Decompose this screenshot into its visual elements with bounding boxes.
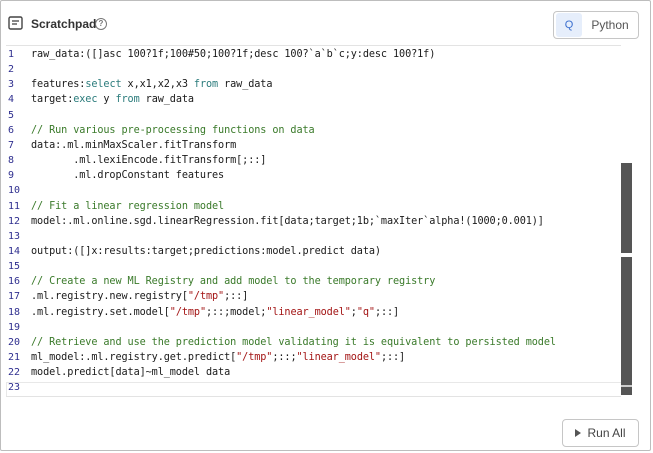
language-toggle[interactable]: Q Python <box>553 11 639 39</box>
play-icon <box>575 429 582 437</box>
code-line[interactable]: ml_model:.ml.registry.get.predict["/tmp"… <box>31 352 406 363</box>
code-line[interactable]: model:.ml.online.sgd.linearRegression.fi… <box>31 215 544 227</box>
code-line[interactable]: .ml.registry.set.model["/tmp";::;model;"… <box>31 306 400 318</box>
line-number: 20 <box>8 336 21 348</box>
line-number: 4 <box>8 94 15 106</box>
code-line[interactable]: features:select x,x1,x2,x3 from raw_data <box>31 79 273 91</box>
code-line[interactable]: model.predict[data]~ml_model data <box>31 367 231 379</box>
code-line[interactable]: // Fit a linear regression model <box>31 200 225 212</box>
run-all-button[interactable]: Run All <box>562 419 639 447</box>
code-line[interactable]: data:.ml.minMaxScaler.fitTransform <box>31 139 237 151</box>
scratchpad-header: Scratchpad ? Q Python <box>1 1 652 45</box>
line-number: 14 <box>8 245 21 257</box>
line-number: 6 <box>8 124 15 136</box>
line-number: 10 <box>8 185 21 197</box>
line-number: 21 <box>8 352 21 363</box>
line-number: 8 <box>8 155 15 167</box>
line-number: 1 <box>8 49 15 60</box>
help-icon[interactable]: ? <box>95 18 107 30</box>
code-line[interactable]: target:exec y from raw_data <box>31 94 194 106</box>
line-number: 18 <box>8 306 21 318</box>
scratchpad-footer: Run All <box>1 397 652 452</box>
scrollbar-thumb[interactable] <box>621 163 632 253</box>
code-line[interactable]: // Run various pre-processing functions … <box>31 124 315 136</box>
line-number: 12 <box>8 215 21 227</box>
code-line[interactable]: raw_data:([]asc 100?1f;100#50;100?1f;des… <box>31 49 436 60</box>
language-option-q[interactable]: Q <box>556 13 582 37</box>
line-number: 23 <box>8 382 21 394</box>
line-number: 16 <box>8 276 21 288</box>
code-line[interactable]: // Retrieve and use the prediction model… <box>31 336 556 348</box>
code-line[interactable]: .ml.registry.new.registry["/tmp";::] <box>31 291 249 303</box>
page-title: Scratchpad <box>31 17 97 31</box>
scratchpad-icon <box>8 16 23 30</box>
code-line[interactable]: output:([]x:results:target;predictions:m… <box>31 245 381 257</box>
line-number: 19 <box>8 321 21 333</box>
line-number: 3 <box>8 79 15 91</box>
line-number: 17 <box>8 291 21 303</box>
active-line-highlight <box>6 382 634 396</box>
run-all-label: Run All <box>587 426 626 440</box>
line-number: 5 <box>8 109 15 121</box>
code-line[interactable]: .ml.dropConstant features <box>31 170 225 182</box>
scrollbar-thumb-secondary[interactable] <box>621 257 632 395</box>
line-number: 13 <box>8 230 21 242</box>
code-line[interactable]: // Create a new ML Registry and add mode… <box>31 276 436 288</box>
line-number: 11 <box>8 200 21 212</box>
line-number: 7 <box>8 139 15 151</box>
line-number: 2 <box>8 64 15 76</box>
scrollbar-cursor-marker <box>621 385 632 387</box>
line-number: 15 <box>8 261 21 273</box>
line-number: 22 <box>8 367 21 379</box>
line-number: 9 <box>8 170 15 182</box>
language-option-python[interactable]: Python <box>591 18 629 32</box>
code-line[interactable]: .ml.lexiEncode.fitTransform[;::] <box>31 155 267 167</box>
